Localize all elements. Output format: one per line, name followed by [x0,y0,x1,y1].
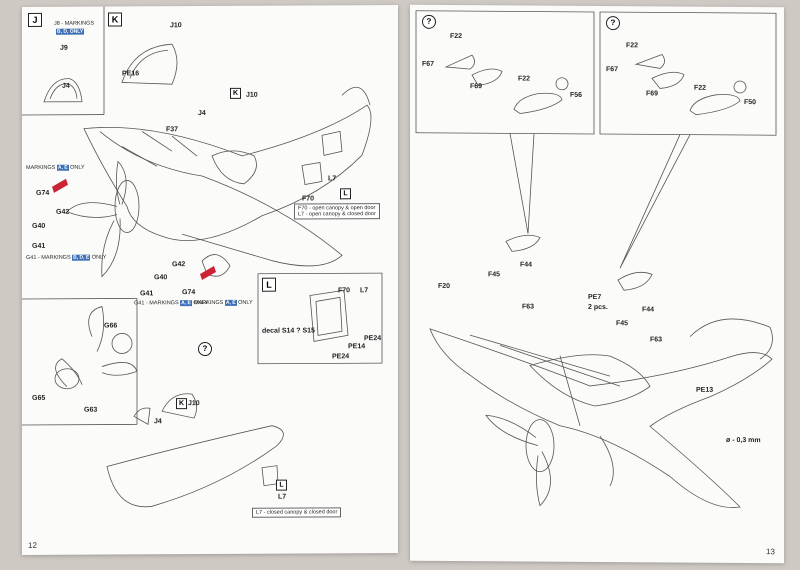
right-instruction-page: ? ? F22 F67 F69 F22 F56 F22 F67 F69 F22 … [410,4,784,564]
pe7-quantity: 2 pcs. [588,303,608,312]
part-f22-tl-b: F22 [518,75,531,83]
part-pe16: PE16 [122,70,140,78]
k-callout: K [230,87,241,99]
part-g65: G65 [32,394,46,402]
part-g63: G63 [84,406,98,414]
part-f22-tr-a: F22 [626,42,639,50]
door-options-note: F70 - open canopy & open door L7 - open … [294,203,380,220]
part-f63-right: F63 [650,336,663,344]
l-callout-bottom: L [276,479,287,491]
part-j4-main: J4 [198,110,206,118]
part-g40-left: G40 [32,222,46,230]
j8-markings-letters: B, D, ONLY [56,28,85,35]
part-pe13: PE13 [696,386,714,394]
part-f37: F37 [166,126,179,134]
decal-s14-s15: decal S14 ? S15 [262,327,315,335]
right-page-drawings [415,10,777,508]
part-g41-left: G41 [32,242,46,250]
part-g66: G66 [104,322,118,330]
section-j-letter: J [28,12,42,27]
markings-g41-label: G41 - MARKINGS B, D, E ONLY [26,254,107,261]
part-f45-right: F45 [616,320,629,328]
part-g41-right: G41 [140,290,154,298]
part-l7: L7 [328,175,337,183]
part-f56: F56 [570,91,583,99]
part-g40-right: G40 [154,274,168,282]
part-g74-right: G74 [182,289,196,297]
part-g42-left: G42 [56,208,70,216]
question-marker-top-left: ? [422,14,436,29]
part-j9: J9 [60,44,68,52]
part-j4-bottom: J4 [154,418,162,426]
l-callout: L [340,188,351,200]
markings-bottom-label: MARKINGS A, E ONLY [194,299,253,307]
closed-canopy-note: L7 - closed canopy & closed door [252,507,342,518]
question-marker-top-right: ? [606,16,620,31]
left-instruction-page: J J8 - MARKINGS B, D, ONLY J9 J4 K J10 P… [22,5,398,555]
part-f44-left: F44 [520,261,533,269]
part-f69-tr: F69 [646,90,659,98]
part-f50: F50 [744,99,757,107]
part-j10-top: J10 [170,22,182,30]
section-k-letter: K [108,12,122,27]
question-marker-center: ? [198,341,212,357]
markings-left-label: MARKINGS A, E ONLY [26,164,85,171]
page-number-right: 13 [766,547,775,557]
part-f70-l: F70 [338,287,351,295]
part-pe14: PE14 [348,343,366,351]
part-j10-main: J10 [246,91,258,99]
part-f70: F70 [302,195,315,203]
k-callout-bottom: K [176,398,187,410]
part-g42-right: G42 [172,261,186,269]
section-l-letter: L [262,277,276,292]
part-f67-tl: F67 [422,60,435,68]
left-page-drawings [22,6,383,508]
part-f45-left: F45 [488,271,501,279]
part-l7-bottom: L7 [278,493,287,501]
part-f67-tr: F67 [606,66,619,74]
part-f63-left: F63 [522,303,535,311]
part-j4-j: J4 [62,82,70,90]
part-f22-tr-b: F22 [694,84,707,92]
part-f69-tl: F69 [470,83,483,91]
part-f22-tl-a: F22 [450,32,463,41]
part-f44-right: F44 [642,306,655,314]
part-l7-l: L7 [360,287,369,295]
part-pe7: PE7 [588,293,602,302]
drill-note: ø - 0,3 mm [726,436,761,445]
part-j10-bottom: J10 [188,400,200,408]
part-pe24-right: PE24 [364,335,382,343]
page-number-left: 12 [28,540,37,550]
part-g74-left: G74 [36,189,50,197]
j8-markings-label: J8 - MARKINGS [54,20,95,27]
part-f20: F20 [438,282,451,290]
part-pe24-left: PE24 [332,353,350,361]
